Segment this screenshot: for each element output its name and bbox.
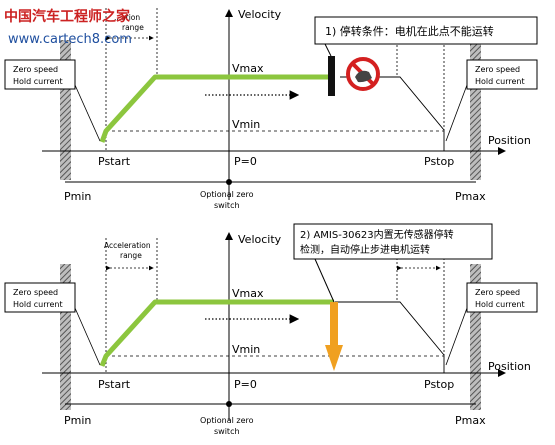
prohibited-icon	[346, 57, 380, 91]
svg-text:Hold current: Hold current	[13, 300, 63, 309]
svg-text:switch: switch	[214, 427, 240, 436]
p0-label-bottom: P=0	[234, 378, 257, 391]
velocity-axis-label-bottom: Velocity	[238, 233, 282, 246]
svg-text:switch: switch	[214, 201, 240, 210]
pstop-label-top: Pstop	[424, 155, 454, 168]
wall-right-bottom	[470, 264, 481, 410]
svg-text:Zero speed: Zero speed	[13, 288, 58, 297]
panel-top: ...ation range Position Velocity Vmin Vm…	[4, 8, 538, 210]
zero-speed-box-right-top: Zero speed Hold current	[445, 59, 538, 142]
velocity-profile-top	[99, 74, 330, 143]
accel-label-partial-top: ...ation	[114, 13, 140, 22]
zero-speed-box-left-bottom: Zero speed Hold current	[4, 282, 101, 366]
stall-callout-line2: 检测，自动停止步进电机运转	[300, 243, 430, 256]
position-axis-label-top: Position	[488, 134, 531, 147]
stall-callout-top: 1) 停转条件：电机在此点不能运转	[314, 16, 538, 57]
wall-left-bottom	[60, 264, 71, 410]
pmin-label-bottom: Pmin	[64, 414, 91, 427]
zero-speed-box-left-top: Zero speed Hold current	[4, 59, 101, 142]
svg-text:Hold current: Hold current	[475, 300, 525, 309]
vmin-label-top: Vmin	[232, 118, 260, 131]
position-axis-label-bottom: Position	[488, 360, 531, 373]
svg-text:Zero speed: Zero speed	[475, 288, 520, 297]
wall-left-top	[60, 40, 71, 180]
svg-text:Optional zero: Optional zero	[200, 416, 254, 425]
panel-bottom: Acceleration range Position Velocity Vmi…	[4, 223, 538, 436]
zero-speed-box-right-bottom: Zero speed Hold current	[445, 282, 538, 366]
pstop-label-bottom: Pstop	[424, 378, 454, 391]
svg-text:Zero speed: Zero speed	[475, 65, 520, 74]
pstart-label-bottom: Pstart	[98, 378, 131, 391]
stop-arrow	[325, 302, 343, 371]
p0-label-top: P=0	[234, 155, 257, 168]
accel-label-bottom: Acceleration	[104, 241, 151, 250]
wall-right-top	[470, 40, 481, 180]
velocity-profile-bottom	[99, 299, 334, 367]
pmin-label-top: Pmin	[64, 190, 91, 203]
stall-callout-line1: 2) AMIS-30623内置无传感器停转	[300, 228, 454, 241]
vmax-label-top: Vmax	[232, 62, 264, 75]
pmax-label-top: Pmax	[455, 190, 486, 203]
stall-callout-text-top: 1) 停转条件：电机在此点不能运转	[325, 24, 494, 38]
velocity-axis-label-top: Velocity	[238, 8, 282, 21]
watermark: 中国汽车工程师之家 www.cartech8.com	[4, 8, 132, 47]
watermark-title: 中国汽车工程师之家	[4, 8, 131, 25]
pmax-label-bottom: Pmax	[455, 414, 486, 427]
stall-callout-bottom: 2) AMIS-30623内置无传感器停转 检测，自动停止步进电机运转	[293, 223, 493, 303]
accel-range-label-bottom: range	[120, 251, 142, 260]
pstart-label-top: Pstart	[98, 155, 131, 168]
svg-text:Hold current: Hold current	[13, 77, 63, 86]
vmax-label-bottom: Vmax	[232, 287, 264, 300]
svg-text:Zero speed: Zero speed	[13, 65, 58, 74]
svg-text:Optional zero: Optional zero	[200, 190, 254, 199]
accel-label-range-top: range	[122, 23, 144, 32]
stall-bar-top	[328, 56, 335, 96]
svg-text:Hold current: Hold current	[475, 77, 525, 86]
vmin-label-bottom: Vmin	[232, 343, 260, 356]
watermark-url: www.cartech8.com	[8, 32, 132, 47]
